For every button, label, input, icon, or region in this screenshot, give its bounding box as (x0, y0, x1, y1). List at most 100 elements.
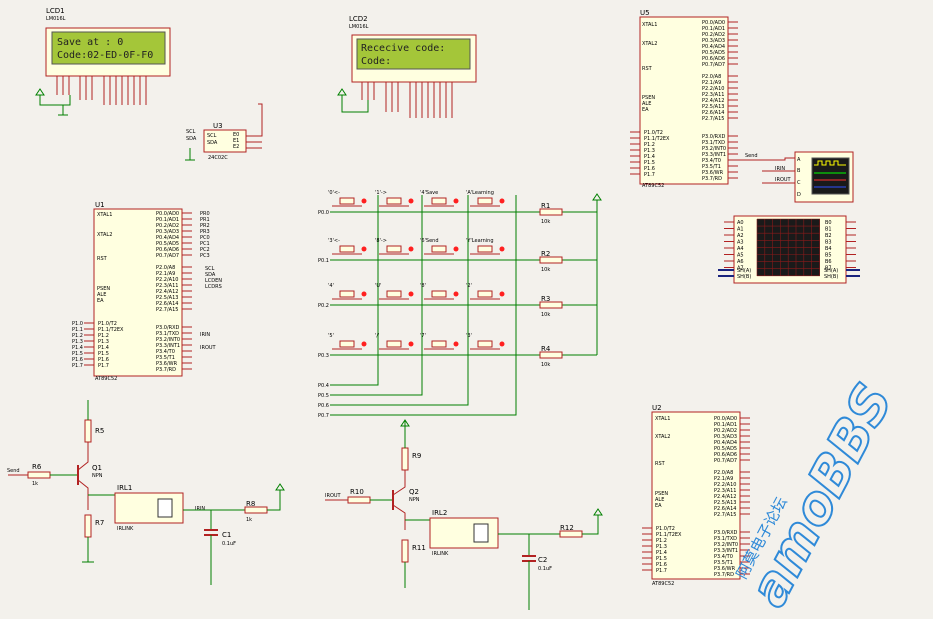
matrix-col-label: B7 (825, 266, 832, 272)
scope-ch-d: D (797, 192, 801, 198)
u2-pin: P1.1/T2EX (656, 532, 682, 538)
u3-net-sda: SDA (186, 136, 197, 142)
u3-pin-scl: SCL (207, 133, 217, 139)
scope-ch-b: B (797, 168, 801, 174)
tx-c1: C1 (222, 531, 231, 539)
keypad-key[interactable]: '8'-> (375, 238, 414, 255)
matrix-col-label: B5 (825, 253, 832, 259)
u1-pin: P0.7/AD7 (156, 253, 179, 259)
keypad-key-label: 'A'Learning (466, 190, 494, 196)
u5-psen: PSEN (642, 95, 655, 101)
u2-mcu[interactable]: U2 XTAL1 XTAL2 RST PSEN ALE EA AT89C52 P… (642, 404, 750, 587)
u5-mcu[interactable]: U5 XTAL1 XTAL2 RST PSEN ALE EA AT89C52 P… (630, 9, 738, 189)
keypad-key[interactable]: '1'-> (375, 190, 414, 207)
keypad-key[interactable]: 'U' (375, 283, 414, 300)
keypad-key[interactable]: '8' (420, 283, 459, 300)
u1-net-label: P1.6 (72, 357, 83, 363)
u2-pin: P1.3 (656, 544, 667, 550)
u1-mcu[interactable]: U1 XTAL1 XTAL2 RST PSEN ALE EA AT89C52 P… (72, 201, 222, 382)
u5-pin: P1.1/T2EX (644, 136, 670, 142)
matrix-row-label: A1 (737, 227, 744, 233)
keypad-key[interactable]: '/' (375, 333, 414, 350)
u1-pin: P3.6/WR (156, 361, 178, 367)
u2-pin: P2.2/A10 (714, 482, 736, 488)
u1-net-label: IROUT (200, 345, 217, 351)
u5-pin: P3.1/TXD (702, 140, 725, 146)
keypad-resistor-val: 10k (541, 267, 550, 273)
u2-pin: P0.6/AD6 (714, 452, 737, 458)
scope-ch-c: C (797, 180, 801, 186)
u5-pin: P1.6 (644, 166, 655, 172)
watermark-main: amoBBS (739, 375, 905, 617)
keypad-key[interactable]: 'A'Learning (466, 190, 505, 207)
keypad[interactable]: P0.0P0.1P0.2P0.3P0.4P0.5P0.6P0.7'0'<-'1'… (318, 190, 602, 419)
matrix-sh-b: SH(B) (824, 274, 838, 280)
rx-r10: R10 (350, 488, 364, 496)
keypad-key-label: '4' (328, 283, 334, 289)
keypad-key-label: '3'<- (328, 238, 340, 244)
u2-ale: ALE (655, 497, 664, 503)
keypad-resistor-val: 10k (541, 219, 550, 225)
u5-pin: P0.2/AD2 (702, 32, 725, 38)
keypad-col-label: P0.4 (318, 383, 329, 389)
u2-pin: P3.0/RXD (714, 530, 738, 536)
keypad-key[interactable]: '0'<- (328, 190, 367, 207)
lcd2[interactable]: LCD2 LM016L Rececive code: Code: (337, 15, 477, 118)
lcd2-model: LM016L (349, 24, 369, 30)
u1-ref: U1 (95, 201, 105, 209)
u5-pin: P3.2/INT0 (702, 146, 726, 152)
lcd1-line1: Save at : 0 (57, 37, 123, 48)
u3-net-scl: SCL (186, 129, 196, 135)
u1-net-label: P1.4 (72, 345, 83, 351)
scope-in-irout: IROUT (775, 177, 792, 183)
u5-pin: P1.7 (644, 172, 655, 178)
u2-pin: P3.1/TXD (714, 536, 737, 542)
ir-receiver[interactable]: IROUT R10 Q2 NPN R9 R11 IRL2 IRLINK R12 … (325, 419, 603, 610)
u1-pin: P2.1/A9 (156, 271, 175, 277)
matrix-sh-a: SH(A) (737, 268, 751, 274)
oscilloscope[interactable]: A B C D Send IRIN IROUT (728, 151, 854, 203)
keypad-key[interactable]: '4' (328, 283, 367, 300)
keypad-key[interactable]: '7' (420, 333, 459, 350)
u5-pin: P2.1/A9 (702, 80, 721, 86)
u5-ref: U5 (640, 9, 650, 17)
keypad-key[interactable]: '5' (328, 333, 367, 350)
ir-transmitter[interactable]: Send R6 1k Q1 NPN R5 R7 IRL1 IRLINK IRIN… (7, 400, 285, 585)
keypad-key-label: '0'<- (328, 190, 340, 196)
keypad-key[interactable]: '3'<- (328, 238, 367, 255)
u2-xtal2: XTAL2 (655, 434, 670, 440)
led-matrix[interactable]: A0A1A2A3A4A5A6A7B0B1B2B3B4B5B6B7SH(A)SH(… (718, 215, 860, 284)
keypad-key[interactable]: 'Y'Learning (466, 238, 505, 255)
u5-xtal1: XTAL1 (642, 22, 657, 28)
u1-pin: P3.2/INT0 (156, 337, 180, 343)
u5-pin: P3.7/RD (702, 176, 722, 182)
u1-psen: PSEN (97, 286, 110, 292)
lcd1[interactable]: LCD1 LM016L Save at : 0 Code:02-ED-0F-F0 (35, 7, 171, 116)
u2-pin: P3.6/WR (714, 566, 736, 572)
u3-eeprom[interactable]: U3 SCL SDA E0 E1 E2 24C02C SCL SDA (185, 103, 263, 161)
u1-pin: P1.4 (98, 345, 109, 351)
u5-pin: P3.5/T1 (702, 164, 721, 170)
u1-ale: ALE (97, 292, 106, 298)
u5-pin: P0.4/AD4 (702, 44, 725, 50)
u5-ale: ALE (642, 101, 651, 107)
u3-model: 24C02C (208, 155, 228, 161)
u2-pin: P1.4 (656, 550, 667, 556)
u2-pin: P1.7 (656, 568, 667, 574)
u5-pin: P2.4/A12 (702, 98, 724, 104)
rx-q2-type: NPN (409, 497, 420, 503)
keypad-resistor: R3 (541, 295, 550, 303)
keypad-key[interactable]: '3' (466, 333, 505, 350)
u1-pin: P2.5/A13 (156, 295, 178, 301)
keypad-col-label: P0.7 (318, 413, 329, 419)
scope-in-send: Send (745, 153, 758, 159)
keypad-key[interactable]: '2' (466, 283, 505, 300)
tx-r5: R5 (95, 427, 104, 435)
u1-net-label: PC2 (200, 247, 210, 253)
keypad-key-label: '2' (466, 283, 472, 289)
u1-pin: P0.0/AD0 (156, 211, 179, 217)
keypad-key[interactable]: '6'Send (420, 238, 459, 255)
rx-c2: C2 (538, 556, 547, 564)
u5-pin: P0.0/AD0 (702, 20, 725, 26)
keypad-key[interactable]: '4'Save (420, 190, 459, 207)
